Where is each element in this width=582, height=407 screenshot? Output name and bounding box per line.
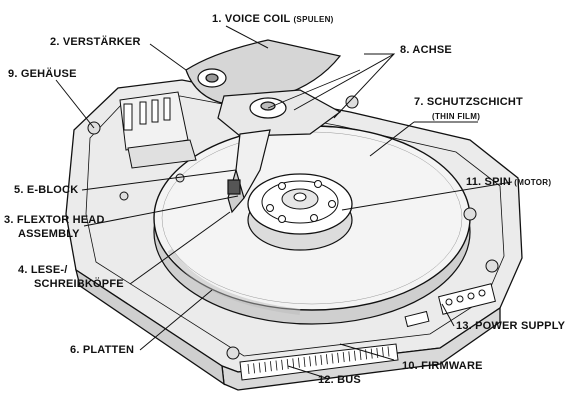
label-lese-line1: 4. LESE-/ <box>18 264 68 276</box>
label-lese-line2: SCHREIBKÖPFE <box>34 278 124 290</box>
connector-pin <box>286 359 289 370</box>
connector-pin <box>270 361 272 372</box>
label-power-supply: 13. POWER SUPPLY <box>456 320 566 332</box>
connector-pin <box>382 347 384 358</box>
label-voice-coil-sub: (SPULEN) <box>293 15 334 24</box>
label-platten: 6. PLATTEN <box>70 344 135 356</box>
label-schutzschicht-sub: (THIN FILM) <box>432 110 480 123</box>
power-connector <box>404 283 496 328</box>
leader-lines <box>55 25 513 379</box>
connector-pin <box>264 361 267 372</box>
connector-pin <box>359 349 362 361</box>
connector-pin <box>354 350 356 361</box>
connector-pin <box>292 358 295 369</box>
connector-pin <box>309 356 311 367</box>
connector-pin <box>281 359 283 370</box>
label-spin: 11. SPIN (MOTOR) <box>466 176 551 189</box>
label-schutzschicht-sub-text: (THIN FILM) <box>432 112 481 121</box>
label-achse: 8. ACHSE <box>400 44 452 56</box>
label-voice-coil-text: 1. VOICE COIL <box>212 13 291 25</box>
label-voice-coil: 1. VOICE COIL (SPULEN) <box>212 13 334 26</box>
label-gehaeuse: 9. GEHÄUSE <box>8 68 77 80</box>
connector-pin <box>331 353 334 364</box>
connector-pin <box>275 360 278 371</box>
label-bus: 12. BUS <box>318 374 361 386</box>
connector-pin <box>365 349 367 360</box>
connector-pin <box>258 362 261 373</box>
connector-pin <box>320 354 323 365</box>
connector-pin <box>342 352 345 363</box>
label-firmware: 10. FIRMWARE <box>402 360 483 372</box>
connector-pin <box>337 352 339 363</box>
bus-connector <box>239 343 399 381</box>
spindle-motor <box>247 173 353 251</box>
connector-pin <box>326 354 328 365</box>
label-schutzschicht: 7. SCHUTZSCHICHT <box>414 96 523 108</box>
connector-pin <box>298 357 300 368</box>
label-verstaerker: 2. VERSTÄRKER <box>50 36 141 48</box>
amplifier-board <box>119 91 197 169</box>
connector-pin <box>303 356 306 368</box>
connector-pin <box>253 363 255 374</box>
label-flextor-line2: ASSEMBLY <box>18 228 80 240</box>
label-e-block: 5. E-BLOCK <box>14 184 79 196</box>
label-spin-text: 11. SPIN <box>466 176 512 188</box>
connector-pin <box>387 346 390 357</box>
connector-pin <box>314 355 317 366</box>
case-screws <box>87 95 499 360</box>
label-spin-sub: (MOTOR) <box>514 178 552 187</box>
connector-pin <box>348 351 351 362</box>
connector-pin <box>247 363 250 375</box>
label-flextor-line1: 3. FLEXTOR HEAD <box>4 214 105 226</box>
connector-pin <box>376 347 379 358</box>
